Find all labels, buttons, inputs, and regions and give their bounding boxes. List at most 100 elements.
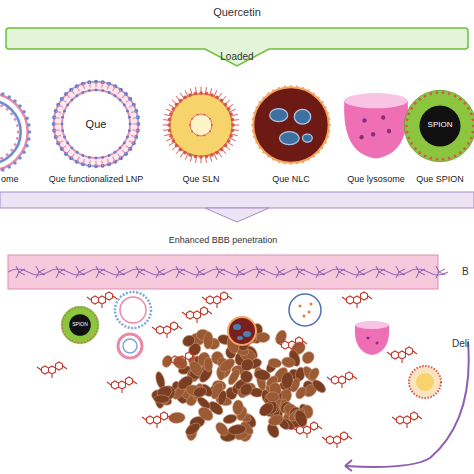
illustration-part [463, 102, 466, 105]
node-text: SPION [60, 322, 100, 328]
illustration-part [210, 93, 214, 97]
illustration-part [199, 91, 203, 95]
illustration-part [90, 338, 91, 339]
illustration-part [66, 336, 67, 337]
illustration-part [0, 93, 28, 170]
illustration-part [54, 129, 59, 131]
nlc-node: Que NLC [250, 84, 332, 166]
sln-outline [162, 86, 240, 164]
illustration-part [231, 118, 235, 122]
illustration-part [62, 321, 63, 322]
illustration-part [61, 129, 64, 132]
illustration-part [172, 107, 176, 111]
illustration-part [302, 134, 312, 142]
nlc-outline [250, 84, 332, 166]
illustration-part [197, 134, 199, 136]
illustration-part [303, 315, 306, 318]
illustration-part [215, 151, 219, 155]
illustration-part [220, 99, 224, 103]
spion-particle: SPION [60, 305, 100, 345]
illustration-part [94, 334, 95, 335]
illustration-part [463, 147, 466, 150]
illustration-part [442, 158, 445, 161]
illustration-part [191, 130, 193, 132]
illustration-part [356, 266, 365, 278]
illustration-part [129, 105, 134, 108]
illustration-part [77, 157, 80, 162]
illustration-part [194, 155, 198, 159]
illustration-part [416, 266, 425, 278]
illustration-part [63, 318, 64, 319]
illustration-part [183, 96, 187, 100]
illustration-part [56, 111, 61, 113]
node-text: Que [50, 118, 142, 130]
illustration-part [312, 93, 315, 96]
illustration-part [36, 266, 45, 278]
spion-node: SPIONQue SPION [402, 88, 474, 164]
illustration-part [183, 151, 187, 155]
illustration-part [113, 86, 116, 91]
illustration-part [229, 134, 233, 138]
illustration-part [96, 266, 105, 278]
illustration-part [101, 160, 103, 165]
illustration-part [6, 153, 9, 156]
illustration-part [326, 112, 329, 115]
illustration-part [328, 130, 331, 133]
illustration-part [253, 368, 271, 381]
illustration-part [58, 105, 63, 108]
illustration-part [131, 111, 136, 113]
illustration-part [424, 155, 427, 158]
illustration-part [22, 150, 26, 154]
illustration-part [253, 87, 328, 162]
illustration-part [76, 151, 79, 154]
illustration-part [344, 94, 408, 159]
illustration-part [66, 312, 67, 313]
illustration-part [167, 352, 197, 368]
illustration-part [194, 92, 198, 96]
illustration-part [118, 90, 121, 94]
illustration-part [58, 141, 63, 144]
illustration-part [10, 149, 13, 152]
illustration-part [267, 155, 270, 158]
illustration-part [197, 114, 199, 116]
illustration-part [62, 324, 63, 325]
illustration-part [205, 155, 209, 159]
illustration-part [190, 114, 212, 136]
illustration-part [416, 373, 434, 391]
illustration-part [56, 135, 61, 137]
illustration-part [94, 315, 95, 316]
node-text: Que NLC [246, 175, 336, 185]
illustration-part [281, 372, 295, 390]
illustration-part [126, 110, 129, 113]
illustration-part [243, 331, 251, 337]
illustration-part [367, 337, 370, 340]
illustration-part [128, 116, 131, 119]
illustration-part [321, 146, 324, 149]
illustration-part [179, 99, 183, 103]
illustration-part [324, 141, 327, 144]
illustration-part [10, 112, 13, 115]
illustration-part [203, 134, 205, 136]
illustration-part [202, 292, 232, 308]
illustration-part [97, 321, 98, 322]
illustration-part [113, 157, 116, 162]
illustration-part [172, 139, 176, 143]
illustration-part [227, 107, 231, 111]
illustration-part [123, 339, 137, 353]
illustration-part [132, 117, 137, 119]
illustration-part [152, 322, 182, 338]
illustration-part [238, 381, 255, 398]
scattered-particles [115, 292, 441, 398]
loaded-band: Loaded [5, 26, 469, 66]
illustration-part [220, 148, 224, 152]
illustration-part [64, 334, 65, 335]
illustration-part [237, 336, 243, 340]
illustration-part [84, 341, 85, 342]
illustration-part [205, 208, 269, 222]
illustration-part [18, 104, 22, 108]
illustration-part [299, 305, 302, 308]
illustration-part [407, 113, 410, 116]
illustration-part [371, 132, 375, 137]
illustration-part [227, 423, 246, 435]
